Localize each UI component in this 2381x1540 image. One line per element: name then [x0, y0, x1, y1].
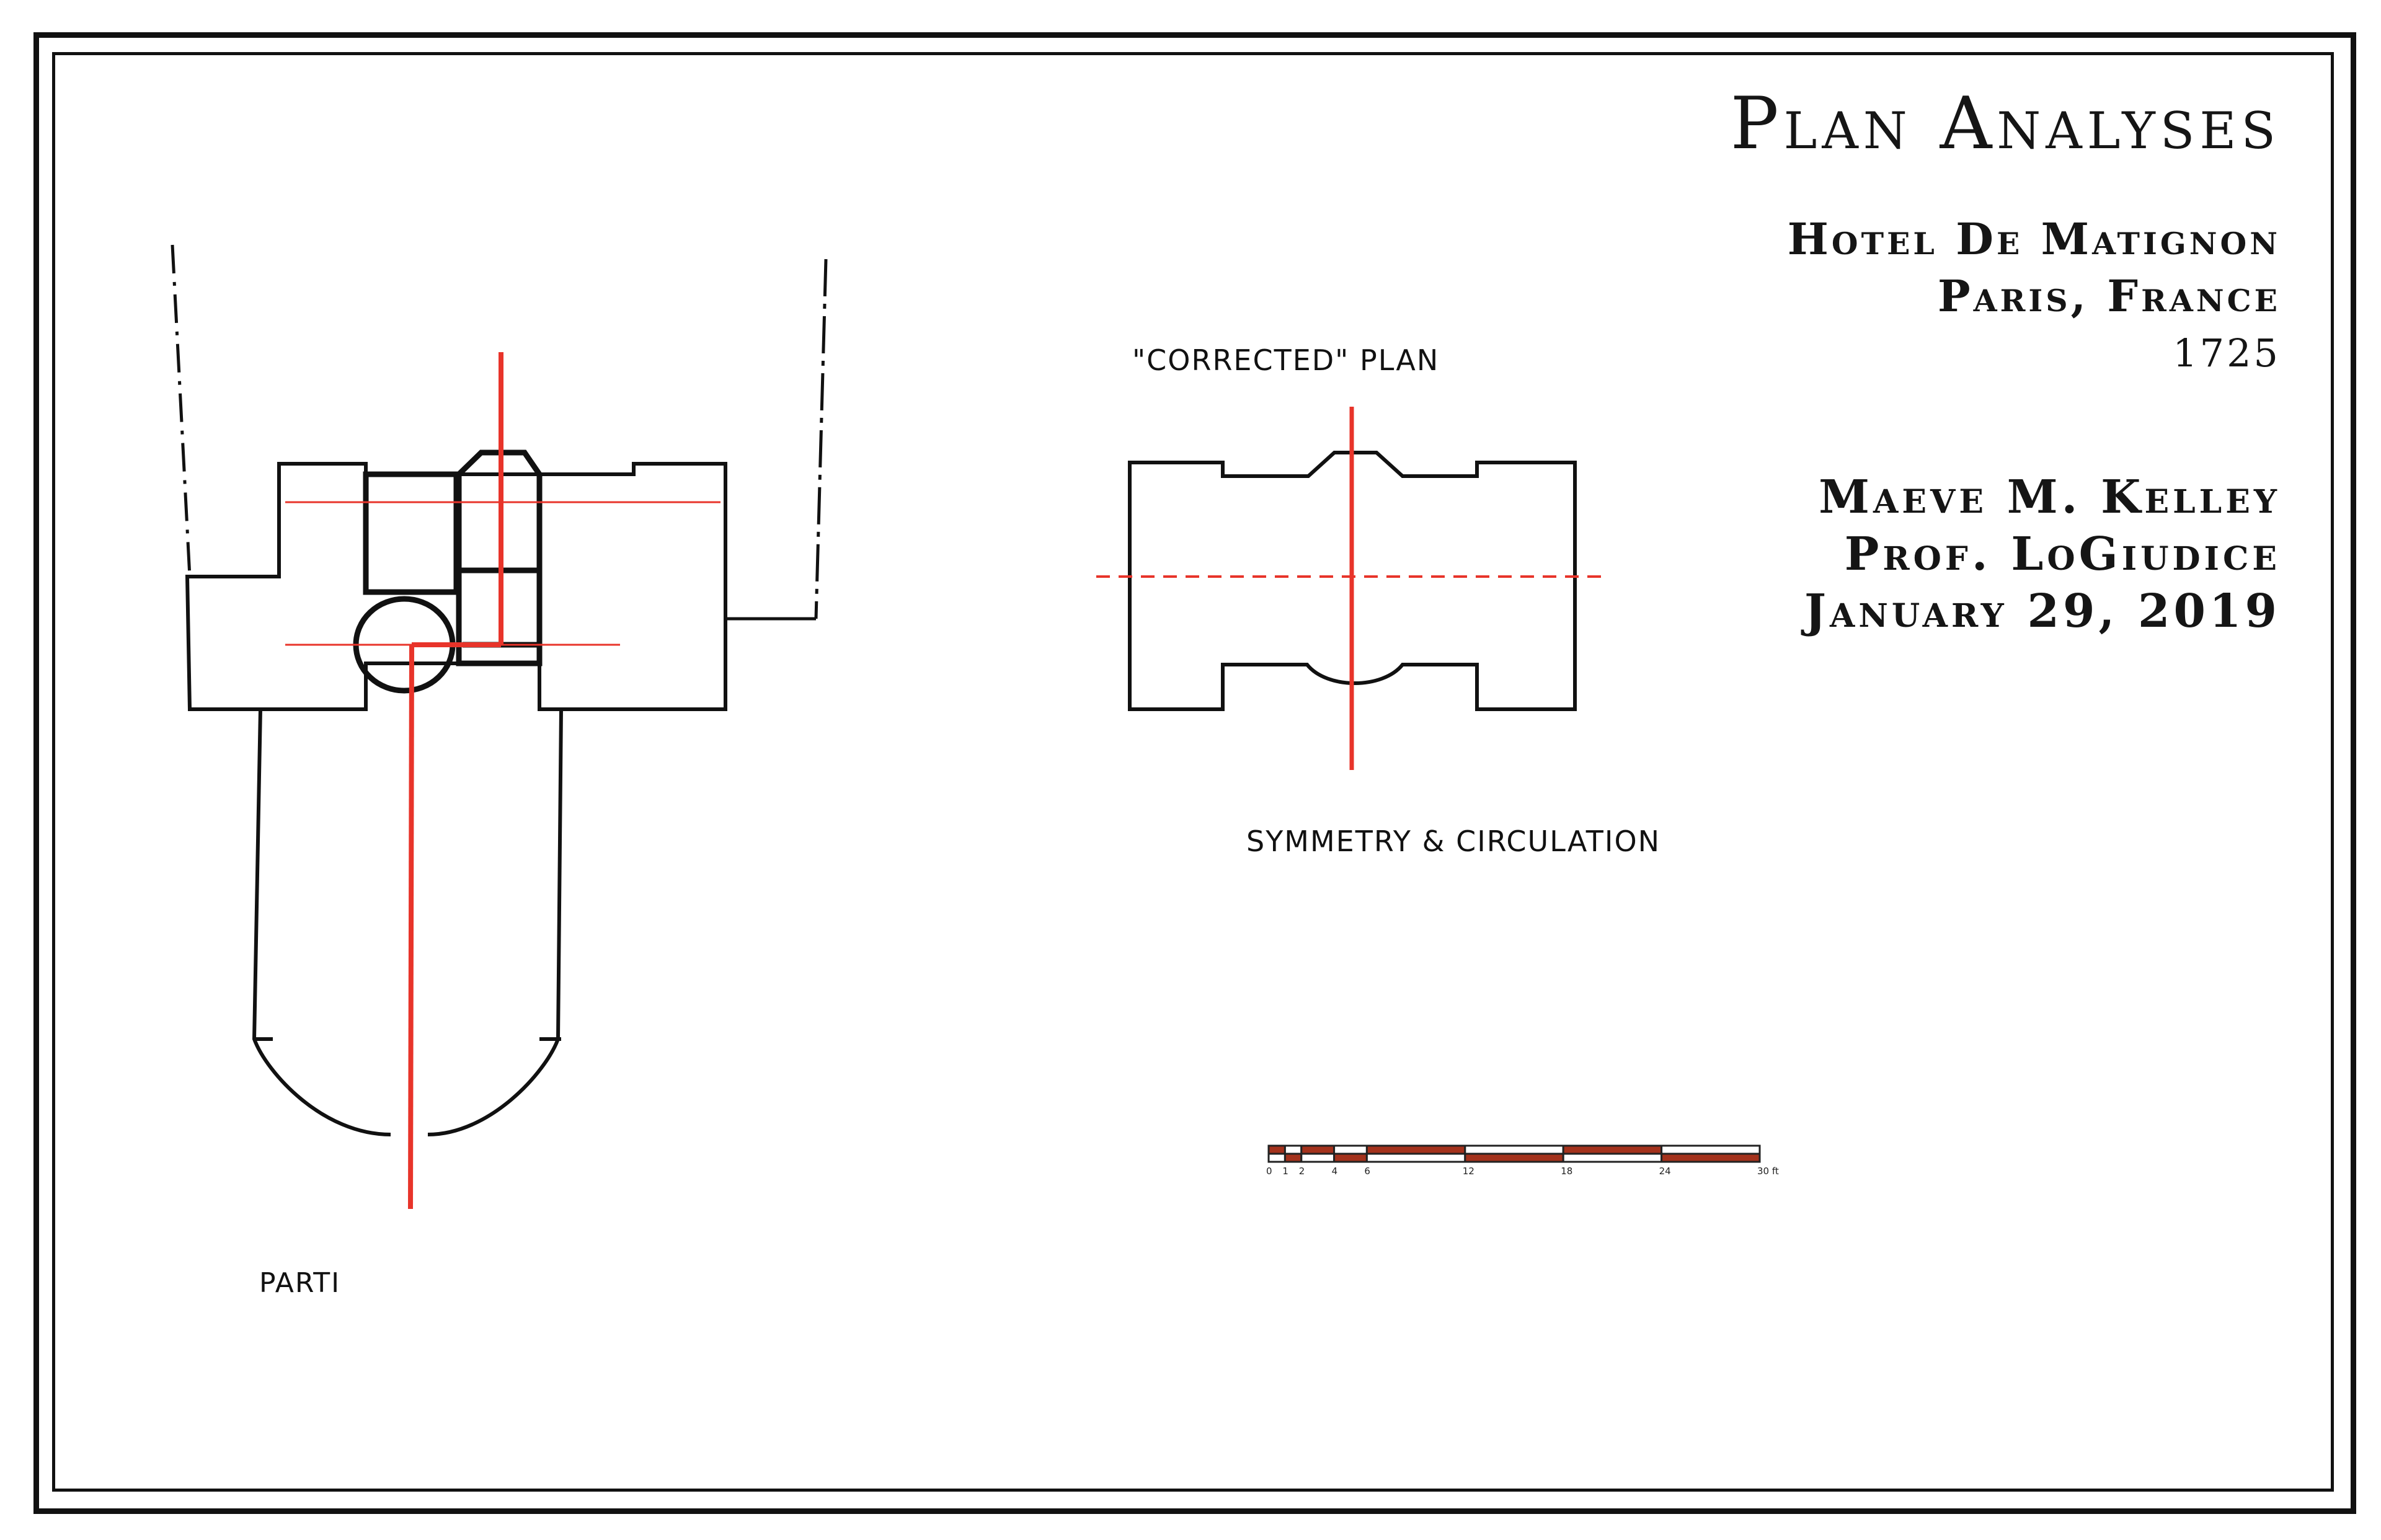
- scale-tick-label: 2: [1299, 1166, 1305, 1177]
- parti-axes: [285, 352, 721, 1210]
- professor-name: Prof. LoGiudice: [1844, 528, 2281, 581]
- symmetry-circulation-label: SYMMETRY & CIRCULATION: [1246, 825, 1661, 858]
- main-building-outline: [185, 462, 727, 711]
- courtyard-right-line: [814, 259, 828, 619]
- corrected-plan-diagram: [1096, 407, 1610, 770]
- project-info: Hotel De Matignon Paris, France 1725: [1731, 211, 2281, 382]
- scale-tick-label: 24: [1659, 1166, 1671, 1177]
- scale-segment-top: [1267, 1144, 1286, 1155]
- scale-segment-bottom: [1300, 1153, 1336, 1163]
- scale-segment-bottom: [1464, 1153, 1564, 1163]
- room-blocks: [353, 449, 543, 694]
- corrected-plan-label: "CORRECTED" PLAN: [1132, 343, 1440, 377]
- scale-segment-top: [1660, 1144, 1761, 1155]
- building-name: Hotel De Matignon: [1787, 213, 2281, 265]
- parti-diagram: [171, 244, 828, 1210]
- room-block-2: [456, 449, 543, 666]
- scale-segment-top: [1333, 1144, 1368, 1155]
- garden-wing-outline: [252, 709, 563, 1136]
- scale-segment-bottom: [1333, 1153, 1368, 1163]
- credits: Maeve M. Kelley Prof. LoGiudice January …: [1731, 469, 2281, 640]
- scale-segment-top: [1562, 1144, 1663, 1155]
- scale-segment-top: [1300, 1144, 1336, 1155]
- sheet-date: January 29, 2019: [1804, 585, 2281, 638]
- author-name: Maeve M. Kelley: [1819, 471, 2281, 524]
- building-location: Paris, France: [1938, 270, 2281, 322]
- scale-segment-bottom: [1284, 1153, 1303, 1163]
- building-year: 1725: [2173, 330, 2281, 376]
- scale-tick-label: 4: [1332, 1166, 1338, 1177]
- scale-tick-label: 6: [1364, 1166, 1370, 1177]
- sheet-border-outer: [33, 32, 2356, 1514]
- corrected-plan-outline: [1128, 451, 1577, 711]
- scale-segment-bottom: [1562, 1153, 1663, 1163]
- scale-segment-bottom: [1660, 1153, 1761, 1163]
- courtyard-left-line: [171, 244, 192, 577]
- scale-segment-top: [1365, 1144, 1466, 1155]
- scale-segment-top: [1464, 1144, 1564, 1155]
- scale-segment-bottom: [1365, 1153, 1466, 1163]
- scale-tick-label: 12: [1463, 1166, 1474, 1177]
- scale-tick-label: 18: [1561, 1166, 1572, 1177]
- scale-tick-label: 30 ft: [1757, 1166, 1779, 1177]
- scale-tick-label: 0: [1266, 1166, 1272, 1177]
- sheet-title: Plan Analyses: [1730, 82, 2281, 166]
- scale-segment-bottom: [1267, 1153, 1286, 1163]
- parti-label: PARTI: [259, 1267, 341, 1299]
- sheet-border-inner: [52, 52, 2334, 1492]
- room-block-1: [363, 471, 459, 595]
- scale-tick-label: 1: [1282, 1166, 1288, 1177]
- scale-segment-top: [1284, 1144, 1303, 1155]
- title-block: Plan Analyses Hotel De Matignon Paris, F…: [1731, 88, 2281, 640]
